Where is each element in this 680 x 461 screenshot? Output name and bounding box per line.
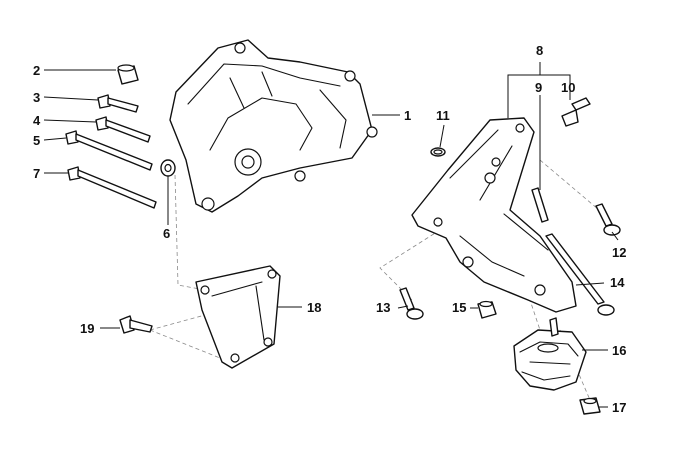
stud-part-9 — [531, 187, 549, 223]
callout-labels: 1 2 3 4 5 6 7 8 9 10 11 12 13 14 15 16 1… — [33, 43, 626, 415]
long-bolt-part-14 — [545, 233, 615, 316]
callout-18: 18 — [307, 300, 321, 315]
long-bolt-part-5 — [65, 130, 153, 171]
callout-7: 7 — [33, 166, 40, 181]
callout-14: 14 — [610, 275, 625, 290]
leader-lines — [43, 62, 619, 408]
stud-part-10 — [561, 97, 591, 127]
sleeve-part-2 — [117, 64, 139, 85]
callout-9: 9 — [535, 80, 542, 95]
o-ring-part-11 — [430, 147, 446, 157]
callout-12: 12 — [612, 245, 626, 260]
bracket-plate-part-18 — [195, 265, 281, 369]
callout-4: 4 — [33, 113, 41, 128]
engine-mount-part-16 — [513, 317, 587, 391]
callout-11: 11 — [436, 108, 450, 123]
flange-bolt-part-12 — [595, 203, 621, 236]
callout-10: 10 — [561, 80, 575, 95]
callout-16: 16 — [612, 343, 626, 358]
nut-part-15 — [477, 300, 497, 319]
nut-part-17 — [579, 397, 601, 415]
flange-bolt-part-13 — [399, 287, 424, 320]
callout-5: 5 — [33, 133, 40, 148]
callout-8: 8 — [536, 43, 543, 58]
callout-1: 1 — [404, 108, 411, 123]
callout-19: 19 — [80, 321, 94, 336]
callout-3: 3 — [33, 90, 40, 105]
long-bolt-part-7 — [67, 166, 157, 209]
washer-part-6 — [160, 159, 176, 177]
callout-17: 17 — [612, 400, 626, 415]
callout-2: 2 — [33, 63, 40, 78]
bolt-part-19 — [119, 315, 153, 334]
callout-15: 15 — [452, 300, 466, 315]
medium-bolt-part-4 — [95, 116, 151, 143]
short-bolt-part-3 — [97, 94, 139, 113]
engine-support-arm-part-8 — [411, 117, 577, 313]
engine-bracket-part-1 — [169, 39, 378, 213]
callout-13: 13 — [376, 300, 390, 315]
callout-6: 6 — [163, 226, 170, 241]
